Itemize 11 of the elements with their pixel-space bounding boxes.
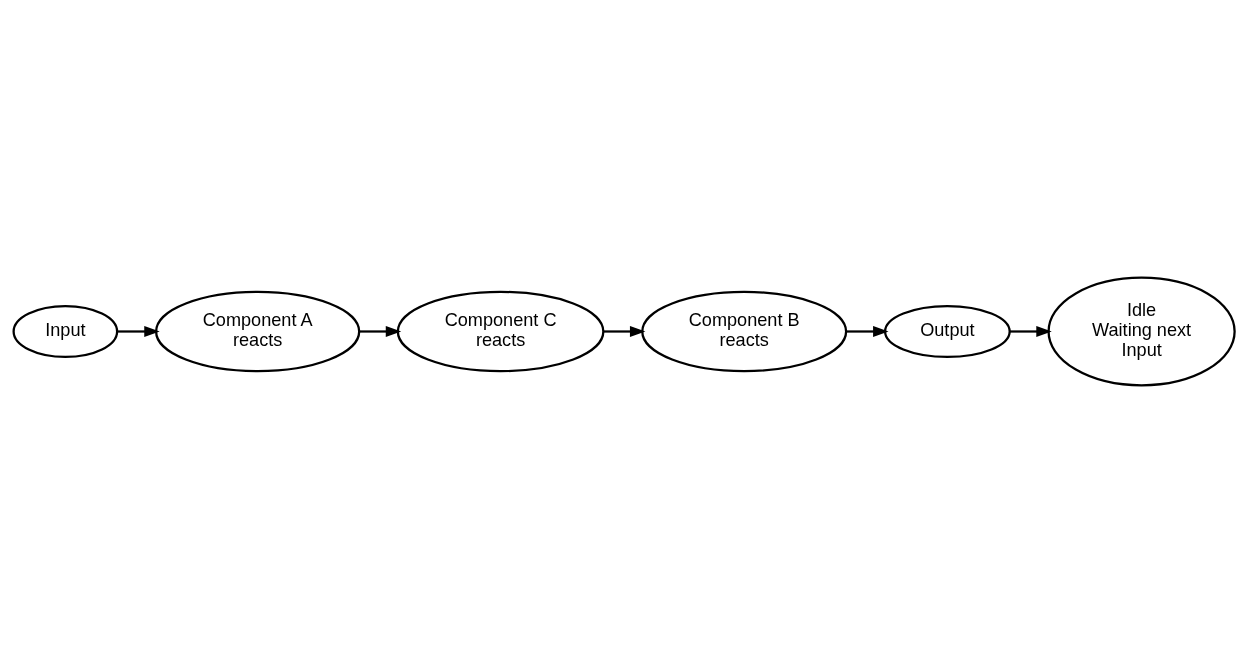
node-ellipse: Component B reacts — [641, 290, 848, 372]
node-ellipse: Component C reacts — [396, 290, 605, 372]
arrow — [846, 325, 889, 337]
node-ellipse: Idle Waiting next Input — [1047, 276, 1236, 386]
arrow — [1009, 325, 1052, 337]
node-ellipse: Component A reacts — [154, 290, 361, 372]
arrow — [359, 325, 402, 337]
arrow — [603, 325, 646, 337]
node-ellipse: Input — [12, 304, 119, 358]
node-ellipse: Output — [883, 304, 1011, 358]
arrow — [117, 325, 160, 337]
